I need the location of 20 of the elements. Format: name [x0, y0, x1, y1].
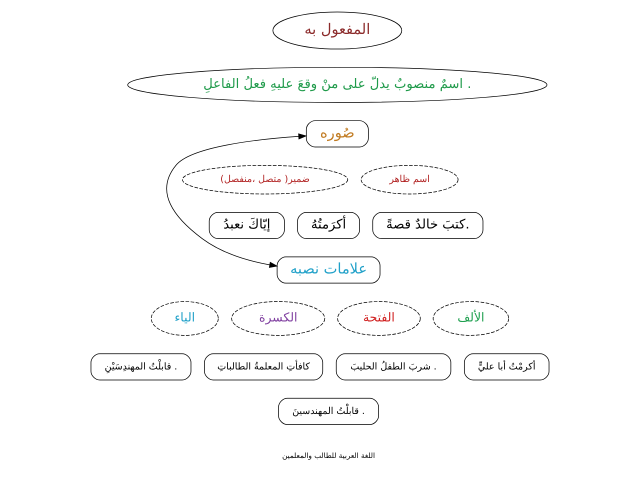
node-box: علامات نصبه: [276, 256, 380, 284]
node-ellipse: الكسرة: [231, 300, 326, 336]
node-box: إيّاكَ نعبدُ: [208, 212, 285, 239]
node-ellipse: الألف: [432, 300, 510, 336]
node-ellipse: الفتحة: [337, 300, 421, 336]
node-ellipse: الياء: [150, 300, 219, 336]
node-box: أكرَمتُهُ: [297, 212, 360, 239]
node-ellipse: المفعول به: [272, 11, 402, 49]
node-box: كافأتِ المعلمةُ الطالباتِ: [204, 352, 324, 380]
label: اللغة العربية للطالب والمعلمين: [282, 450, 376, 460]
arrow: [166, 132, 308, 268]
node-box: أكرمْتُ أبا عليٍّ: [464, 352, 550, 380]
node-box: قابلْتُ المهندسينَ .: [278, 397, 379, 424]
node-box: قابلْتُ المهندِسَيْنِ .: [90, 352, 192, 380]
node-ellipse: اسم ظاهر: [360, 164, 458, 194]
node-box: شربَ الطفلُ الحليبَ .: [336, 352, 452, 380]
node-ellipse: ضمير( متصل ،منفصل): [182, 164, 348, 194]
node-ellipse: اسمٌ منصوبٌ يدلّ على منْ وقعَ عليهِ فعلُ الفاعلِ .: [127, 66, 548, 102]
node-box: صُوره: [306, 120, 369, 147]
node-box: كتبَ خالدٌ قصةً.: [372, 212, 484, 239]
